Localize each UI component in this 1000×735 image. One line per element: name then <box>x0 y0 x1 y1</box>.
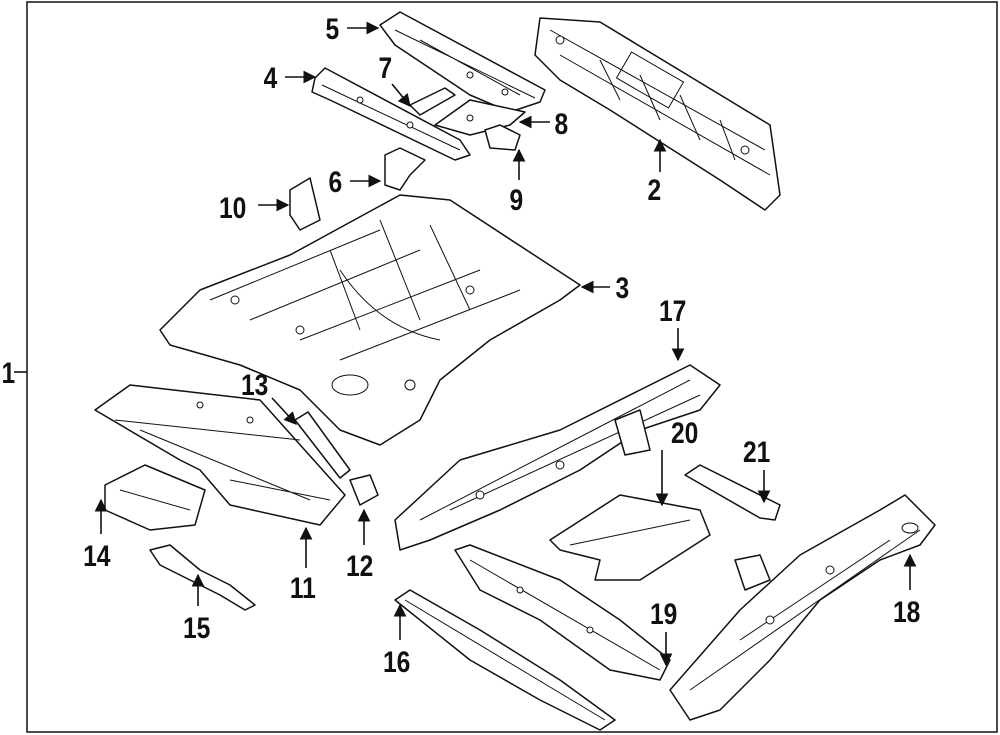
callout-label: 10 <box>219 191 246 225</box>
leader-7 <box>391 83 411 107</box>
part-5-upper-crossmember <box>379 11 546 113</box>
part-18-side-member <box>669 494 936 721</box>
callout-label: 15 <box>183 611 210 645</box>
part-17-side-member <box>394 364 721 551</box>
part-21-rail <box>684 464 781 521</box>
part-19-side-member <box>454 544 671 681</box>
callout-label: 8 <box>555 107 569 141</box>
part-16-rail <box>394 589 616 731</box>
part-10-bracket <box>289 177 321 231</box>
part-3-floor-pan <box>159 194 581 446</box>
diagram-frame <box>26 1 998 733</box>
callout-label: 6 <box>329 165 343 199</box>
part-6-support <box>384 147 426 191</box>
callout-label: 7 <box>379 51 393 85</box>
callout-label: 21 <box>743 435 770 469</box>
part-9-bracket <box>484 124 521 151</box>
part-7-bracket <box>409 87 456 116</box>
leader-13 <box>271 397 297 425</box>
callout-label: 16 <box>383 645 410 679</box>
part-2-rear-panel <box>534 17 781 211</box>
part-14-panel <box>104 464 206 531</box>
callout-label: 4 <box>264 61 278 95</box>
callout-label: 5 <box>326 12 340 46</box>
part-15-bracket <box>149 544 256 611</box>
callout-label: 9 <box>510 183 524 217</box>
callout-label: 13 <box>241 368 268 402</box>
callout-label: 3 <box>616 271 630 305</box>
callout-label: 12 <box>346 549 373 583</box>
part-12-bracket <box>349 474 379 506</box>
callout-label: 14 <box>83 539 111 573</box>
callout-label: 18 <box>893 595 920 629</box>
callout-label: 2 <box>648 173 662 207</box>
part-13-reinforcement <box>294 411 351 479</box>
part-4-crossmember <box>311 67 471 161</box>
callout-label: 19 <box>650 597 677 631</box>
part-11-side-member <box>94 384 346 526</box>
callout-label: 11 <box>290 571 316 605</box>
part-20-bracket <box>549 494 711 581</box>
callout-label: 1 <box>2 356 16 390</box>
callout-label: 20 <box>671 416 698 450</box>
callout-label: 17 <box>659 294 686 328</box>
